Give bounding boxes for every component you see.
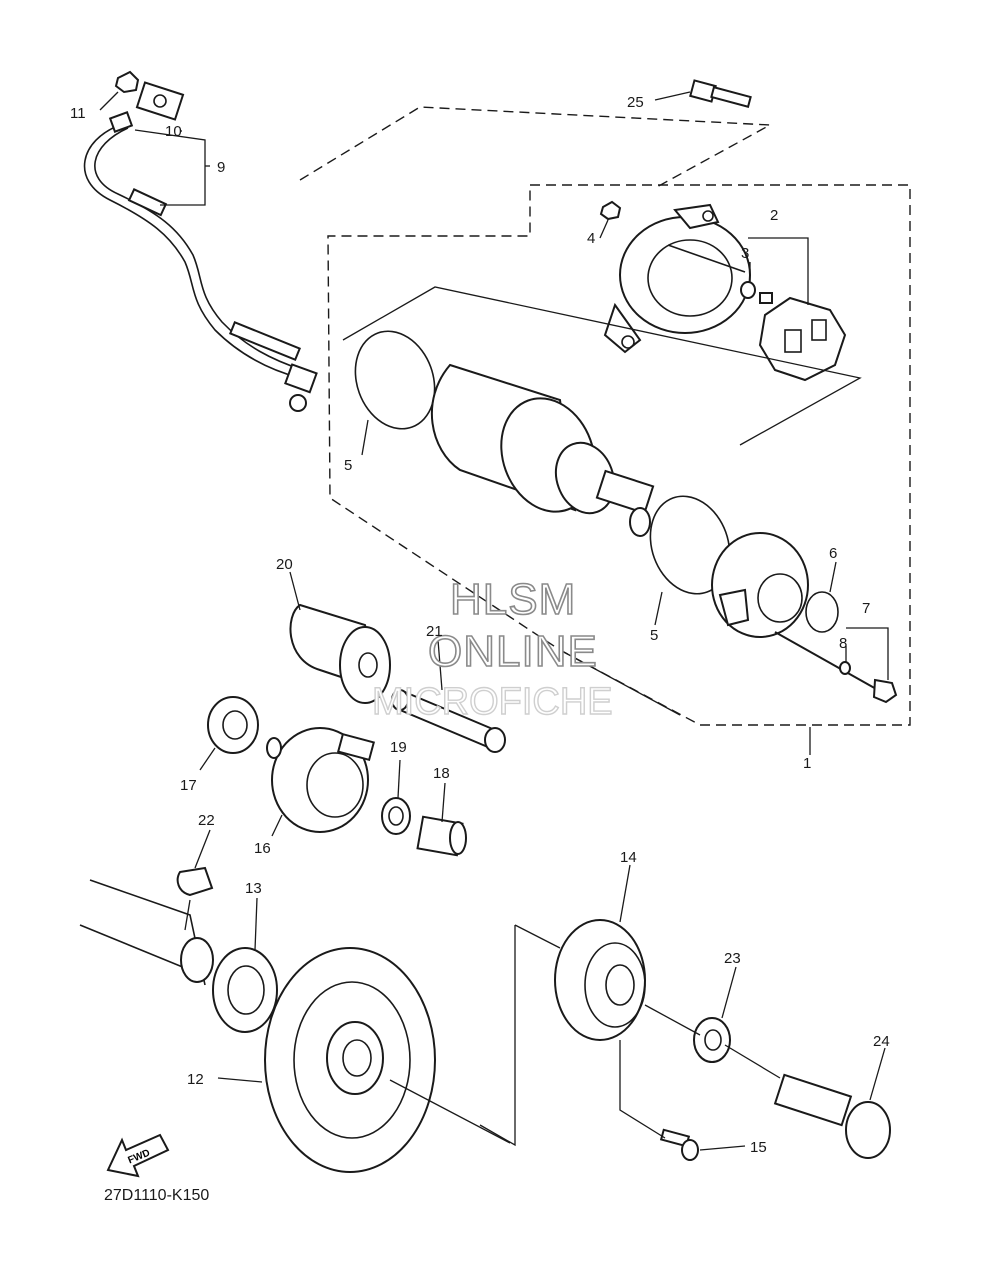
bolt-15[interactable] xyxy=(659,1128,699,1161)
starter-motor-body[interactable] xyxy=(342,320,655,537)
callout-20: 20 xyxy=(276,556,293,573)
callout-9: 9 xyxy=(217,159,225,176)
woodruff-key[interactable] xyxy=(176,866,214,897)
svg-text:ONLINE: ONLINE xyxy=(428,627,598,676)
callout-13: 13 xyxy=(245,880,262,897)
washer-19-hole xyxy=(388,806,404,826)
callout-4: 4 xyxy=(587,230,595,247)
diagram-code: 27D1110-K150 xyxy=(104,1187,209,1204)
nut-4[interactable] xyxy=(599,200,622,221)
callout-18: 18 xyxy=(433,765,450,782)
callouts: 1 2 3 4 5 5 6 7 8 9 10 11 12 13 14 15 16… xyxy=(70,94,890,1156)
starter-wheel-gear[interactable] xyxy=(264,947,436,1173)
watermark: HLSM ONLINE MICROFICHE xyxy=(371,574,613,724)
o-ring-5b[interactable] xyxy=(637,485,743,605)
fwd-arrow-icon: FWD xyxy=(106,1133,170,1178)
callout-1: 1 xyxy=(803,755,811,772)
callout-17: 17 xyxy=(180,777,197,794)
callout-21: 21 xyxy=(426,623,443,640)
idle-gear-16[interactable] xyxy=(266,727,376,833)
callout-23: 23 xyxy=(724,950,741,967)
rear-cover[interactable] xyxy=(603,203,751,354)
through-bolt-7[interactable] xyxy=(774,631,898,704)
washer-23[interactable] xyxy=(693,1017,731,1063)
crankshaft-end xyxy=(79,879,214,986)
svg-text:HLSM: HLSM xyxy=(450,575,576,624)
callout-11: 11 xyxy=(70,105,86,122)
callout-12: 12 xyxy=(187,1071,204,1088)
callout-8: 8 xyxy=(839,635,847,652)
callout-24: 24 xyxy=(873,1033,890,1050)
callout-3: 3 xyxy=(741,245,749,262)
brush-holder[interactable] xyxy=(758,292,847,382)
callout-16: 16 xyxy=(254,840,271,857)
washer-13[interactable] xyxy=(212,947,278,1033)
callout-25: 25 xyxy=(627,94,644,111)
leader-lines xyxy=(99,91,889,1151)
bolt-25[interactable] xyxy=(689,79,752,108)
callout-7: 7 xyxy=(862,600,870,617)
starter-clutch-gear[interactable] xyxy=(289,603,391,704)
callout-22: 22 xyxy=(198,812,215,829)
bearing-17[interactable] xyxy=(207,696,259,754)
reference-lines xyxy=(342,286,862,1147)
callout-14: 14 xyxy=(620,849,637,866)
callout-15: 15 xyxy=(750,1139,767,1156)
needle-bearing-18[interactable] xyxy=(416,815,467,857)
bolt-24[interactable] xyxy=(773,1073,891,1159)
starter-cable[interactable] xyxy=(83,70,318,412)
callout-5b: 5 xyxy=(650,627,658,644)
callout-10: 10 xyxy=(165,123,182,140)
washer-19[interactable] xyxy=(381,797,411,835)
callout-6: 6 xyxy=(829,545,837,562)
front-cover[interactable] xyxy=(711,532,809,638)
callout-19: 19 xyxy=(390,739,407,756)
callout-5a: 5 xyxy=(344,457,352,474)
svg-text:MICROFICHE: MICROFICHE xyxy=(372,681,613,723)
o-ring-6[interactable] xyxy=(805,591,839,633)
starter-clutch-14[interactable] xyxy=(554,919,646,1041)
callout-2: 2 xyxy=(770,207,778,224)
o-ring-3[interactable] xyxy=(740,281,756,299)
idle-gear-shaft[interactable] xyxy=(391,688,506,753)
